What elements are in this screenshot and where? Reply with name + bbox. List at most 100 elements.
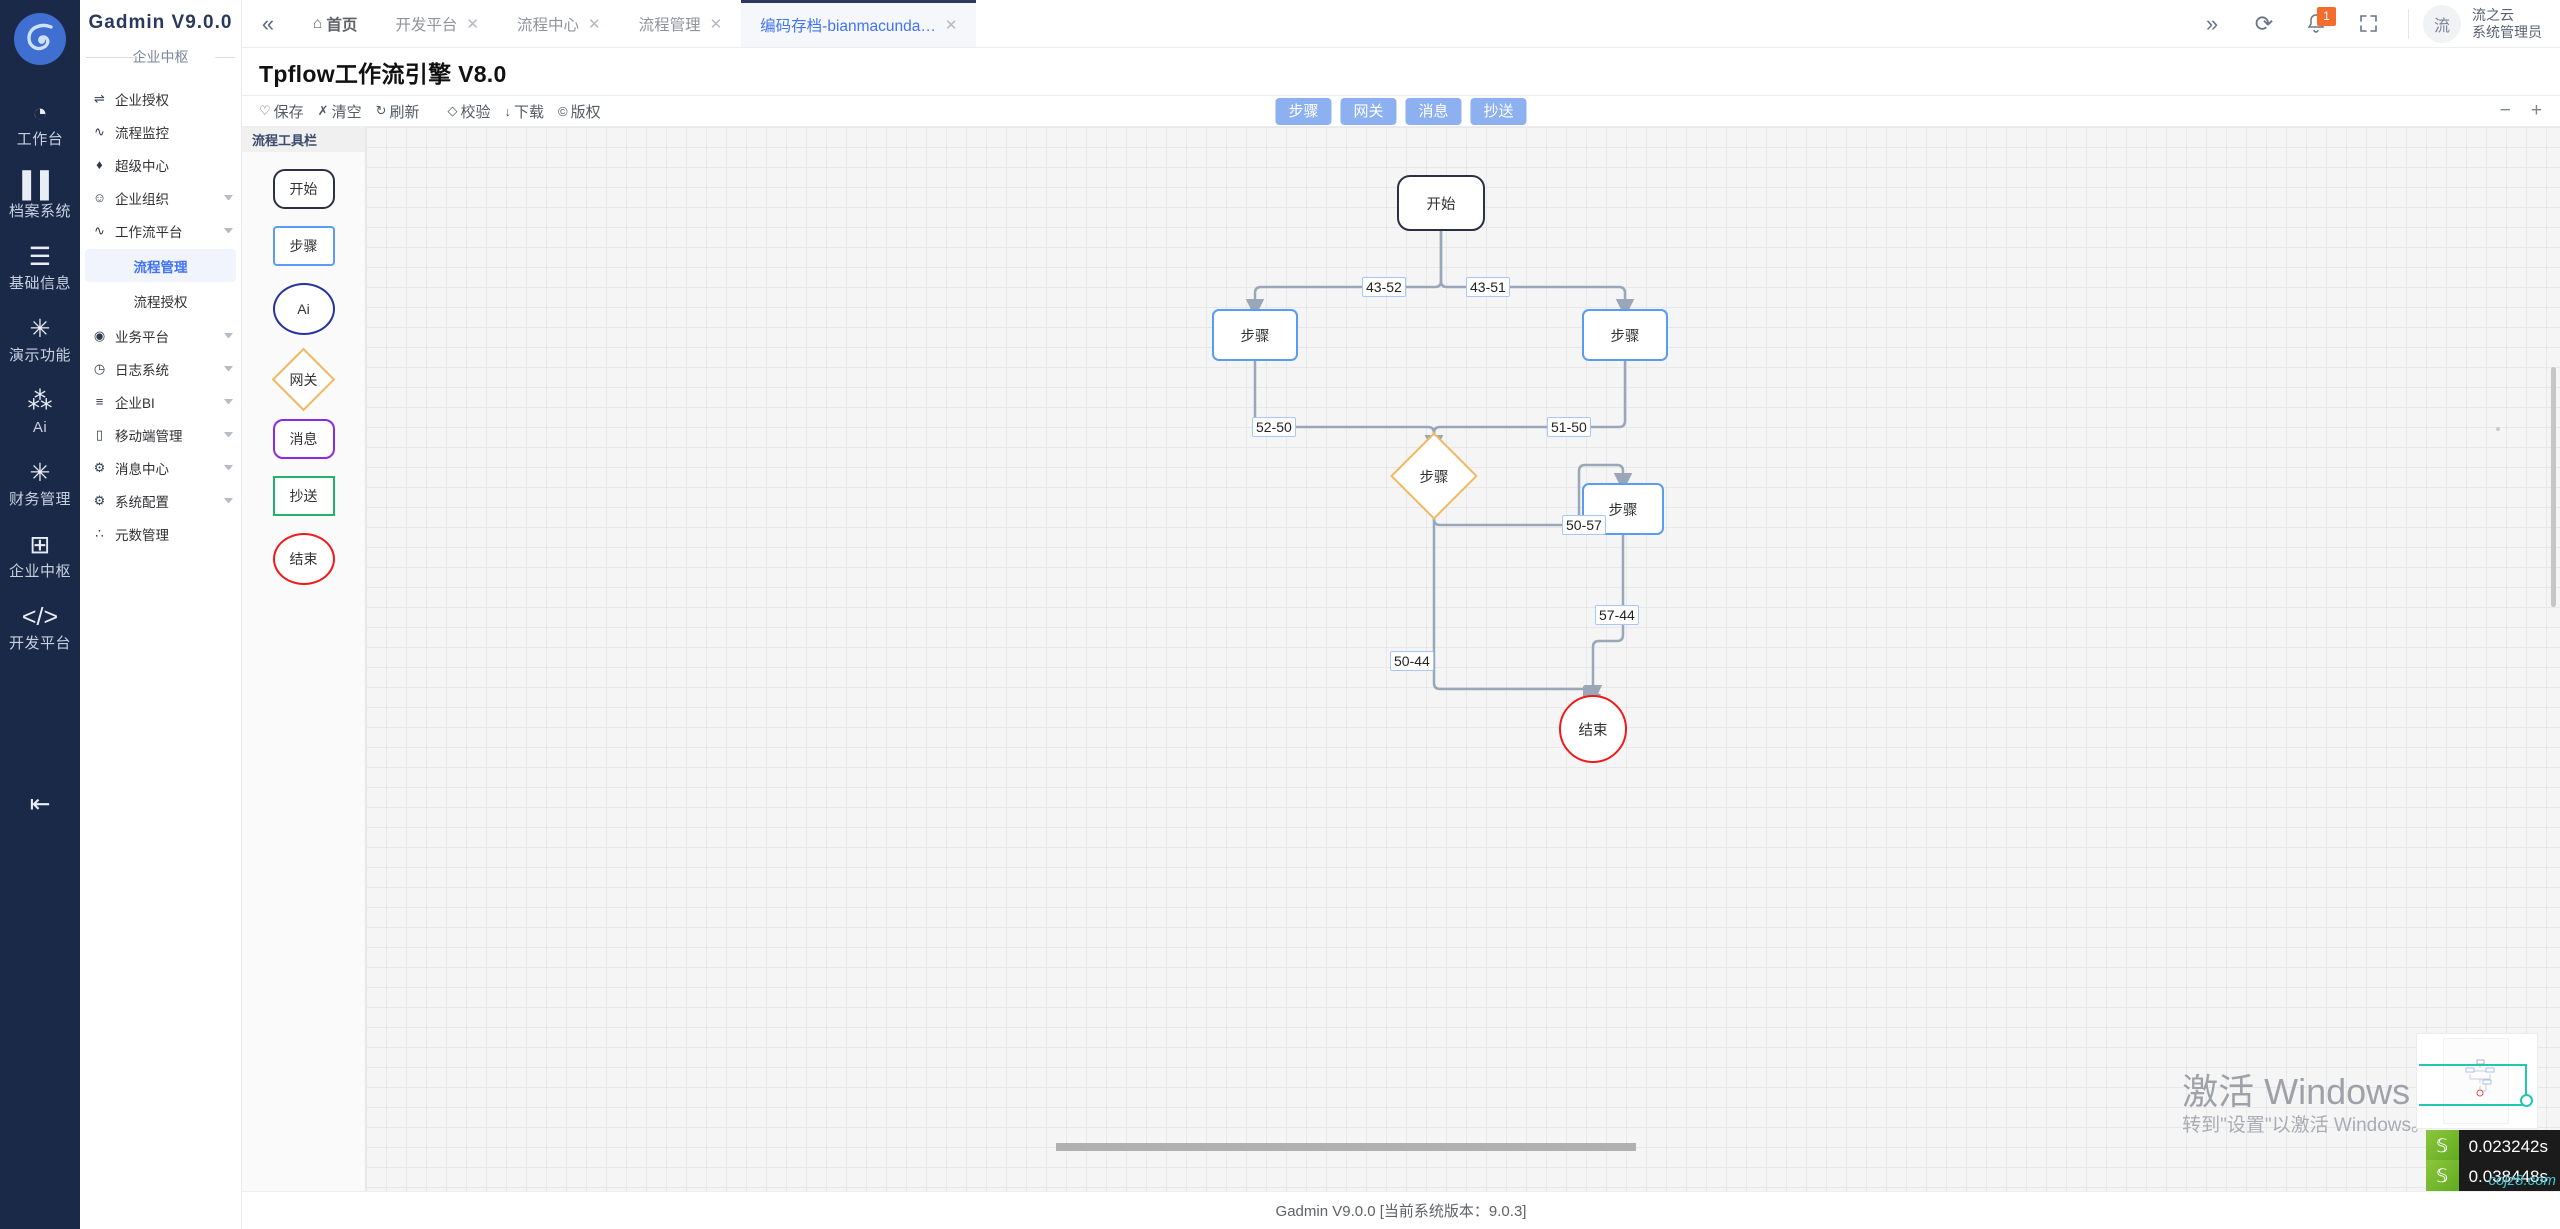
rail-item-workbench[interactable]: ◔ 工作台 <box>0 88 80 160</box>
minimap-handle[interactable] <box>2520 1094 2533 1107</box>
divider <box>2408 8 2409 39</box>
download-icon: ↓ <box>504 103 512 119</box>
sidebar-item-label: 企业组织 <box>115 191 169 207</box>
edge-label-43-51[interactable]: 43-51 <box>1466 277 1510 297</box>
tab-process-center[interactable]: 流程中心 ✕ <box>498 0 620 47</box>
zoom-controls: − + <box>2499 100 2542 121</box>
save-button[interactable]: ♡ 保存 <box>252 101 311 122</box>
palette-node-end[interactable]: 结束 <box>272 533 335 585</box>
rail-item-label: 工作台 <box>16 131 64 148</box>
tab-encoding-archive[interactable]: 编码存档-bianmacunda… ✕ <box>741 0 977 47</box>
copyright-button[interactable]: © 版权 <box>551 101 608 122</box>
palette-node-ai[interactable]: Ai <box>272 283 335 335</box>
sidebar-item-label: 企业授权 <box>115 92 169 108</box>
sidebar-item-process-auth[interactable]: 流程授权 <box>80 284 241 317</box>
edge-label-50-44[interactable]: 50-44 <box>1390 651 1434 671</box>
palette-node-gateway[interactable]: 网关 <box>271 347 336 412</box>
refresh-button[interactable]: ↻ 刷新 <box>369 101 427 122</box>
more-tabs-icon[interactable]: » <box>2205 10 2219 36</box>
zoom-out-button[interactable]: − <box>2499 100 2511 121</box>
add-gateway-button[interactable]: 网关 <box>1340 98 1397 125</box>
minimap[interactable] <box>2416 1033 2538 1129</box>
rail-item-archive[interactable]: ▌▌ 档案系统 <box>0 160 80 232</box>
sidebar-item-message-center[interactable]: ⚙ 消息中心 <box>80 451 241 484</box>
sidebar-item-super-center[interactable]: ♦ 超级中心 <box>80 148 241 181</box>
dots-icon: ∴ <box>95 525 104 541</box>
horizontal-scrollbar[interactable] <box>1056 1143 1636 1151</box>
palette-node-cc[interactable]: 抄送 <box>272 476 335 516</box>
rail-item-enterprise-hub[interactable]: ⊞ 企业中枢 <box>0 520 80 592</box>
rail-item-label: Ai <box>32 419 48 436</box>
rail-collapse-icon[interactable]: ⇤ <box>29 790 51 818</box>
activity-icon: ∿ <box>94 222 105 238</box>
close-icon[interactable]: ✕ <box>944 17 958 34</box>
rail-item-ai[interactable]: ⁂ Ai <box>0 376 80 448</box>
sidebar-item-bi[interactable]: ≡ 企业BI <box>80 385 241 418</box>
minimap-viewport[interactable] <box>2419 1064 2527 1106</box>
rail-item-basic-info[interactable]: ☰ 基础信息 <box>0 232 80 304</box>
download-button[interactable]: ↓ 下载 <box>498 101 552 122</box>
flow-node-step-52[interactable]: 步骤 <box>1212 309 1298 361</box>
sidebar-item-mobile-management[interactable]: ▯ 移动端管理 <box>80 418 241 451</box>
resize-dot-handle[interactable] <box>2496 427 2500 431</box>
tab-dev-platform[interactable]: 开发平台 ✕ <box>376 0 498 47</box>
tab-home[interactable]: ⌂ 首页 <box>294 0 376 47</box>
user-menu[interactable]: 流 流之云 系统管理员 <box>2423 4 2542 43</box>
sidebar-item-workflow-platform[interactable]: ∿ 工作流平台 <box>80 214 241 247</box>
x-icon: ✗ <box>317 103 329 118</box>
edge-label-52-50[interactable]: 52-50 <box>1252 417 1296 437</box>
sidebar-item-metadata[interactable]: ∴ 元数管理 <box>80 517 241 550</box>
edge-label-57-44[interactable]: 57-44 <box>1595 605 1639 625</box>
sidebar-item-org[interactable]: ☺ 企业组织 <box>80 181 241 214</box>
user-info: 流之云 系统管理员 <box>2472 7 2542 40</box>
heart-icon: ♡ <box>259 103 271 118</box>
close-icon[interactable]: ✕ <box>466 15 479 33</box>
edge-label-50-57[interactable]: 50-57 <box>1562 515 1606 535</box>
rail-item-dev-platform[interactable]: </> 开发平台 <box>0 592 80 664</box>
sidebar-item-enterprise-auth[interactable]: ⇌ 企业授权 <box>80 82 241 115</box>
close-icon[interactable]: ✕ <box>709 15 723 33</box>
fullscreen-icon[interactable] <box>2342 0 2394 48</box>
flow-node-end[interactable]: 结束 <box>1559 695 1627 763</box>
main-area: « ⌂ 首页 开发平台 ✕ 流程中心 ✕ 流程管理 ✕ <box>242 0 2560 1229</box>
refresh-icon: ↻ <box>375 103 387 118</box>
sidebar-item-system-config[interactable]: ⚙ 系统配置 <box>80 484 241 517</box>
rail-item-finance[interactable]: ✳ 财务管理 <box>0 448 80 520</box>
palette-node-message[interactable]: 消息 <box>272 419 335 459</box>
validate-button[interactable]: ◇ 校验 <box>441 101 498 122</box>
tab-list: ⌂ 首页 开发平台 ✕ 流程中心 ✕ 流程管理 ✕ 编码存档-bianmacun… <box>294 0 2186 47</box>
edge-label-51-50[interactable]: 51-50 <box>1547 417 1591 437</box>
add-cc-button[interactable]: 抄送 <box>1470 98 1527 125</box>
flow-canvas-wrapper[interactable]: 开始 步骤 步骤 步骤 步骤 结束 43-52 43-51 52-50 51-5… <box>366 127 2560 1191</box>
add-step-button[interactable]: 步骤 <box>1275 98 1332 125</box>
refresh-icon[interactable]: ⟳ <box>2254 10 2274 36</box>
palette-node-start[interactable]: 开始 <box>272 169 335 209</box>
code-icon: </> <box>21 603 59 631</box>
sidebar-item-process-monitor[interactable]: ∿ 流程监控 <box>80 115 241 148</box>
flow-canvas-grid[interactable] <box>366 127 2560 1191</box>
list-play-icon: ☰ <box>28 243 52 271</box>
sidebar-collapse-icon[interactable]: « <box>261 10 275 36</box>
tab-label: 首页 <box>326 16 358 34</box>
bell-icon[interactable]: 1 <box>2290 0 2342 48</box>
gear-icon: ⚙ <box>93 492 106 508</box>
app-logo-icon[interactable] <box>9 8 71 70</box>
sidebar-item-process-management[interactable]: 流程管理 <box>85 249 236 282</box>
rail-item-demo[interactable]: ✳ 演示功能 <box>0 304 80 376</box>
vertical-scrollbar[interactable] <box>2551 367 2556 607</box>
flow-node-step-51[interactable]: 步骤 <box>1582 309 1668 361</box>
rail-item-label: 开发平台 <box>8 635 71 652</box>
tab-process-management[interactable]: 流程管理 ✕ <box>620 0 742 47</box>
sidebar-item-business-platform[interactable]: ◉ 业务平台 <box>80 319 241 352</box>
zoom-in-button[interactable]: + <box>2530 100 2542 121</box>
sidebar-item-log-system[interactable]: ◷ 日志系统 <box>80 352 241 385</box>
rail-item-label: 演示功能 <box>8 347 71 364</box>
edge-label-43-52[interactable]: 43-52 <box>1362 277 1406 297</box>
flow-node-start[interactable]: 开始 <box>1397 175 1485 231</box>
flow-toolbar: ♡ 保存 ✗ 清空 ↻ 刷新 ◇ 校验 ↓ 下载 © 版权 <box>242 95 2560 127</box>
clear-button[interactable]: ✗ 清空 <box>311 101 369 122</box>
think-php-logo-icon: 𝕊 <box>2425 1130 2459 1163</box>
palette-node-step[interactable]: 步骤 <box>272 226 335 266</box>
close-icon[interactable]: ✕ <box>588 15 601 33</box>
add-message-button[interactable]: 消息 <box>1405 98 1462 125</box>
